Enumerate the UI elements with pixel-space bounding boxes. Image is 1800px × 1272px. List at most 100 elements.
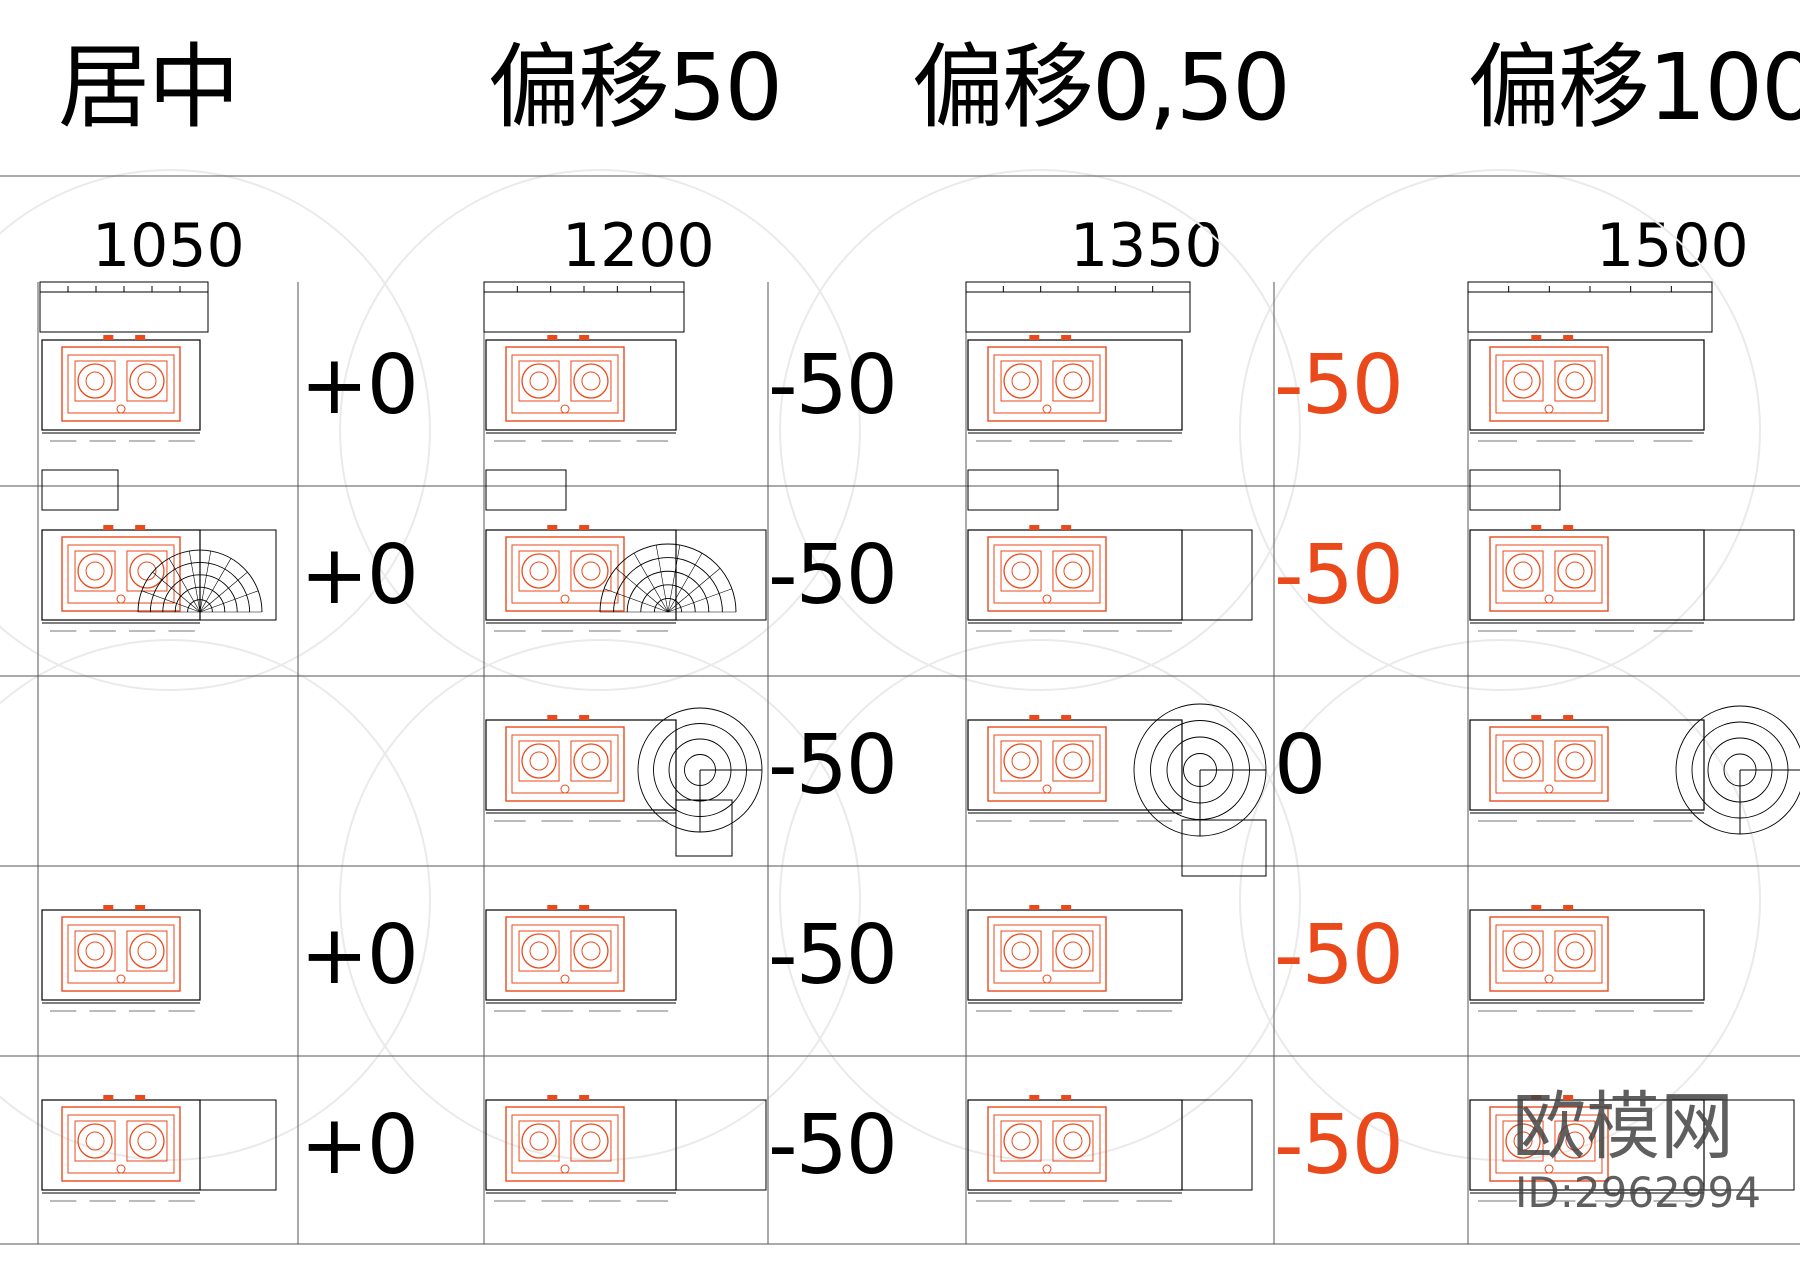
burner-inner-icon xyxy=(1565,1131,1585,1151)
burner-icon xyxy=(573,363,609,399)
watermark-ring xyxy=(339,639,861,1161)
burner-grate xyxy=(570,740,612,782)
stove-frame xyxy=(987,536,1107,612)
burner-icon xyxy=(77,1123,113,1159)
stove-frame xyxy=(987,726,1107,802)
hood-tag-mark xyxy=(547,1095,558,1100)
hood-tag-mark xyxy=(547,525,558,530)
burner-icon xyxy=(1505,363,1541,399)
counter-extension xyxy=(199,1099,277,1191)
hood-tag-mark xyxy=(103,335,114,340)
counter-outline xyxy=(967,719,1183,811)
knob-icon xyxy=(560,404,570,414)
burner-icon xyxy=(521,743,557,779)
carousel-spoke xyxy=(655,544,669,613)
burner-inner-icon xyxy=(1011,751,1031,771)
stove-inner-frame xyxy=(511,924,619,984)
stove-inner-frame xyxy=(1495,544,1603,604)
stove-inner-frame xyxy=(1495,734,1603,794)
stove-inner-frame xyxy=(67,354,175,414)
counter-extension xyxy=(675,529,767,621)
burner-grate xyxy=(570,550,612,592)
hood-tag-mark xyxy=(1563,905,1574,910)
burner-inner-icon xyxy=(581,371,601,391)
header-offset-50: 偏移50 xyxy=(488,34,783,141)
burner-grate xyxy=(126,360,168,402)
knob-icon xyxy=(116,594,126,604)
counter-extension xyxy=(1703,529,1795,621)
brand-logo-text: 欧模网 xyxy=(1512,1084,1734,1170)
hood-tag-mark xyxy=(547,715,558,720)
burner-grate xyxy=(1502,360,1544,402)
stove-inner-frame xyxy=(511,354,619,414)
brand-id: ID:2962994 xyxy=(1515,1168,1761,1217)
burner-icon xyxy=(1003,933,1039,969)
burner-inner-icon xyxy=(1565,371,1585,391)
hood-tag-mark xyxy=(103,905,114,910)
corner-cabinet xyxy=(1181,819,1267,877)
stove-inner-frame xyxy=(67,544,175,604)
burner-inner-icon xyxy=(85,561,105,581)
stove-frame xyxy=(505,1106,625,1182)
counter-outline xyxy=(485,529,677,621)
wall-cabinet xyxy=(483,281,685,333)
width-label-1350: 1350 xyxy=(1070,211,1223,281)
burner-grate xyxy=(1000,930,1042,972)
burner-icon xyxy=(1505,1123,1541,1159)
corner-carousel-arc xyxy=(599,543,737,613)
counter-outline xyxy=(967,1099,1183,1191)
header-offset-100: 偏移100 xyxy=(1468,34,1800,141)
hood-tag-mark xyxy=(1061,335,1072,340)
stove-inner-frame xyxy=(511,734,619,794)
burner-icon xyxy=(1505,553,1541,589)
stove-frame xyxy=(987,1106,1107,1182)
burner-icon xyxy=(1557,743,1593,779)
stove-frame xyxy=(505,726,625,802)
burner-grate xyxy=(74,360,116,402)
burner-grate xyxy=(1502,740,1544,782)
stove-frame xyxy=(1489,916,1609,992)
burner-icon xyxy=(1055,743,1091,779)
hood-tag-mark xyxy=(1563,525,1574,530)
stove-inner-frame xyxy=(511,1114,619,1174)
upper-cabinet xyxy=(967,469,1059,511)
hood-tag-mark xyxy=(135,905,146,910)
carousel-spoke xyxy=(199,590,259,613)
watermark-ring xyxy=(779,639,1301,1161)
knob-icon xyxy=(1544,594,1554,604)
burner-inner-icon xyxy=(529,751,549,771)
burner-icon xyxy=(1557,363,1593,399)
offset-value: +0 xyxy=(300,1098,419,1193)
burner-icon xyxy=(573,743,609,779)
burner-grate xyxy=(518,550,560,592)
burner-inner-icon xyxy=(529,561,549,581)
burner-inner-icon xyxy=(1565,561,1585,581)
width-label-1500: 1500 xyxy=(1596,211,1749,281)
counter-extension xyxy=(1181,529,1253,621)
burner-icon xyxy=(1055,553,1091,589)
offset-value: +0 xyxy=(300,338,419,433)
stove-inner-frame xyxy=(993,924,1101,984)
hood-tag-mark xyxy=(1563,715,1574,720)
carousel-spoke xyxy=(199,558,232,613)
burner-icon xyxy=(521,1123,557,1159)
offset-value: -50 xyxy=(768,1098,898,1193)
carousel-spoke xyxy=(667,544,681,613)
hood-tag-mark xyxy=(135,525,146,530)
burner-icon xyxy=(1505,933,1541,969)
burner-inner-icon xyxy=(581,751,601,771)
stove-inner-frame xyxy=(67,924,175,984)
burner-grate xyxy=(1554,930,1596,972)
stove-inner-frame xyxy=(993,354,1101,414)
burner-grate xyxy=(1052,740,1094,782)
burner-inner-icon xyxy=(1063,941,1083,961)
width-label-1200: 1200 xyxy=(562,211,715,281)
counter-outline xyxy=(485,909,677,1001)
corner-carousel-arc xyxy=(613,557,723,613)
carousel-spoke xyxy=(152,571,201,613)
burner-icon xyxy=(1003,553,1039,589)
carousel-spoke xyxy=(615,568,669,613)
knob-icon xyxy=(116,1164,126,1174)
upper-cabinet xyxy=(1469,469,1561,511)
counter-outline xyxy=(967,339,1183,431)
